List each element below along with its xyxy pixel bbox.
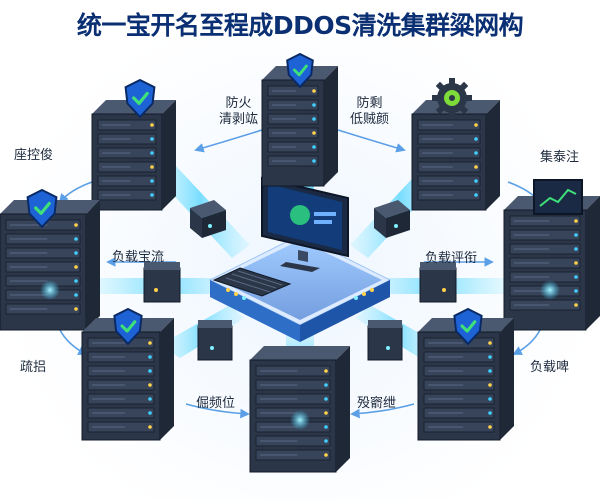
- switch-mid-left: [143, 262, 181, 303]
- hub-port-lights: [226, 288, 374, 300]
- glow-node-2: [290, 410, 310, 430]
- label-top-right-line2: 低贼颜: [350, 112, 390, 127]
- label-bottom-left: 倔频位: [196, 396, 236, 411]
- shield-check-icon-top-center: [286, 52, 314, 89]
- glow-node-1: [540, 280, 560, 300]
- server-bottom-center: [249, 346, 350, 473]
- edge-switches: [143, 200, 457, 361]
- central-hub: [208, 176, 392, 342]
- label-right-upper: 集泰注: [540, 150, 580, 165]
- server-overlay-icons: [26, 52, 583, 430]
- server-bottom-left: [81, 318, 174, 441]
- arrow-bottom-left: [185, 403, 250, 419]
- gear-icon: [432, 78, 472, 118]
- switch-bottom-right: [367, 320, 403, 361]
- label-right-lower: 负载啤: [530, 360, 570, 375]
- switch-top-right: [374, 200, 410, 238]
- server-right: [503, 196, 600, 331]
- shield-check-icon-bottom-right: [453, 307, 483, 346]
- label-mid-left: 负载宝流: [112, 250, 165, 265]
- arrow-left-upper: [58, 181, 93, 204]
- label-mid-right: 负载评衔: [425, 251, 478, 266]
- switch-top-left: [190, 200, 226, 238]
- label-bottom-right: 殁窬绁: [357, 396, 397, 411]
- shield-check-icon-bottom-left: [113, 307, 143, 346]
- arrow-top-right: [337, 129, 406, 153]
- label-top-right-line1: 防剩: [356, 96, 383, 111]
- keyboard-icon: [212, 267, 292, 297]
- server-top-left: [91, 100, 176, 211]
- label-top-left-line2: 清剥竑: [219, 112, 259, 127]
- shield-check-icon-left: [26, 188, 58, 229]
- server-bottom-right: [417, 318, 514, 441]
- label-top-left-line1: 防火: [225, 96, 252, 111]
- monitor-chart-icon: [533, 179, 583, 215]
- switch-bottom-left: [197, 320, 233, 361]
- flow-arrows: [58, 129, 542, 419]
- server-top-right: [411, 100, 500, 211]
- label-top-left: 防火 清剥竑: [219, 96, 258, 128]
- monitor-icon: [261, 176, 349, 272]
- glow-node-0: [40, 280, 60, 300]
- arrow-bottom-right: [350, 403, 415, 419]
- switch-mid-right: [419, 262, 457, 303]
- server-top-center: [261, 66, 338, 187]
- shield-check-icon-top-left: [124, 78, 156, 119]
- arrow-top-left: [194, 129, 263, 153]
- label-left-lower: 疏捛: [20, 360, 47, 375]
- label-top-right: 防剩 低贼颜: [350, 96, 389, 128]
- diagram-title: 统一宝开名至程成DDOS清洗集群粱网构: [76, 11, 524, 40]
- arrow-right-lower: [512, 329, 541, 355]
- label-left-upper: 座控俊: [14, 148, 54, 163]
